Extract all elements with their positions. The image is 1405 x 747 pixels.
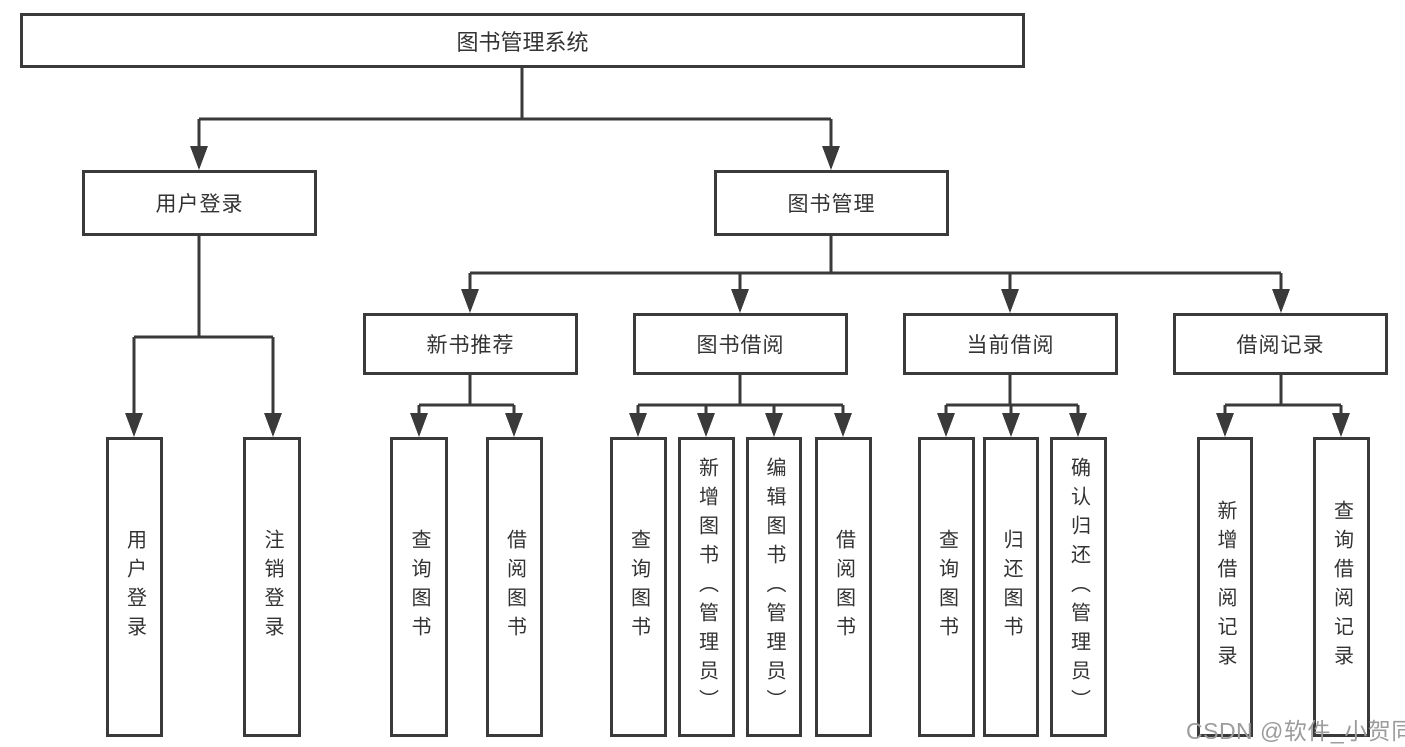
node-label: 借阅图书 bbox=[503, 529, 526, 645]
node-label: 注销登录 bbox=[261, 529, 283, 645]
connector-root-to-level2 bbox=[190, 68, 840, 170]
node-library-management-system: 图书管理系统 bbox=[20, 13, 1025, 68]
node-label: 新书推荐 bbox=[426, 334, 515, 357]
connector-user-login-to-leaves bbox=[125, 236, 282, 437]
node-label: 当前借阅 bbox=[966, 334, 1055, 357]
leaf-query-books-2: 查询图书 bbox=[610, 437, 667, 737]
node-label: 用户登录 bbox=[123, 529, 146, 645]
node-label: 归还图书 bbox=[1000, 529, 1022, 645]
leaf-query-borrow-record: 查询借阅记录 bbox=[1313, 437, 1370, 737]
node-label: 借阅记录 bbox=[1236, 334, 1325, 357]
node-current-borrowing: 当前借阅 bbox=[903, 313, 1118, 375]
connector-borrow-records-to-leaves bbox=[1216, 375, 1350, 437]
node-user-login: 用户登录 bbox=[82, 170, 317, 236]
leaf-query-books-1: 查询图书 bbox=[390, 437, 448, 737]
node-book-management: 图书管理 bbox=[714, 170, 949, 236]
connector-new-book-rec-to-leaves bbox=[410, 375, 523, 437]
leaf-edit-books-admin: 编辑图书（管理员） bbox=[746, 437, 802, 737]
leaf-add-books-admin: 新增图书（管理员） bbox=[678, 437, 735, 737]
leaf-user-login: 用户登录 bbox=[106, 437, 163, 737]
node-label: 查询图书 bbox=[935, 529, 958, 645]
node-new-book-recommendation: 新书推荐 bbox=[363, 313, 578, 375]
leaf-add-borrow-record: 新增借阅记录 bbox=[1197, 437, 1253, 737]
node-label: 借阅图书 bbox=[832, 529, 855, 645]
leaf-confirm-return-admin: 确认归还（管理员） bbox=[1050, 437, 1107, 737]
csdn-watermark: CSDN @软件_小贺同学 bbox=[1186, 718, 1405, 744]
leaf-borrow-books-1: 借阅图书 bbox=[486, 437, 543, 737]
node-label: 用户登录 bbox=[155, 193, 244, 216]
connector-book-mgmt-to-level3 bbox=[461, 236, 1290, 313]
node-label: 图书管理 bbox=[787, 193, 876, 216]
leaf-query-books-3: 查询图书 bbox=[918, 437, 975, 737]
node-label: 新增图书（管理员） bbox=[695, 456, 718, 718]
node-label: 查询图书 bbox=[627, 529, 650, 645]
node-book-borrowing: 图书借阅 bbox=[633, 313, 848, 375]
leaf-logout: 注销登录 bbox=[243, 437, 301, 737]
node-label: 图书管理系统 bbox=[456, 29, 589, 55]
node-label: 编辑图书（管理员） bbox=[763, 456, 785, 718]
node-label: 图书借阅 bbox=[696, 334, 785, 357]
node-label: 查询借阅记录 bbox=[1330, 500, 1353, 674]
node-label: 查询图书 bbox=[408, 529, 430, 645]
connector-book-borrow-to-leaves bbox=[629, 375, 852, 437]
node-borrowing-records: 借阅记录 bbox=[1173, 313, 1388, 375]
leaf-return-books: 归还图书 bbox=[983, 437, 1039, 737]
node-label: 确认归还（管理员） bbox=[1067, 456, 1090, 718]
leaf-borrow-books-2: 借阅图书 bbox=[815, 437, 872, 737]
node-label: 新增借阅记录 bbox=[1214, 500, 1236, 674]
connector-current-borrow-to-leaves bbox=[937, 375, 1087, 437]
